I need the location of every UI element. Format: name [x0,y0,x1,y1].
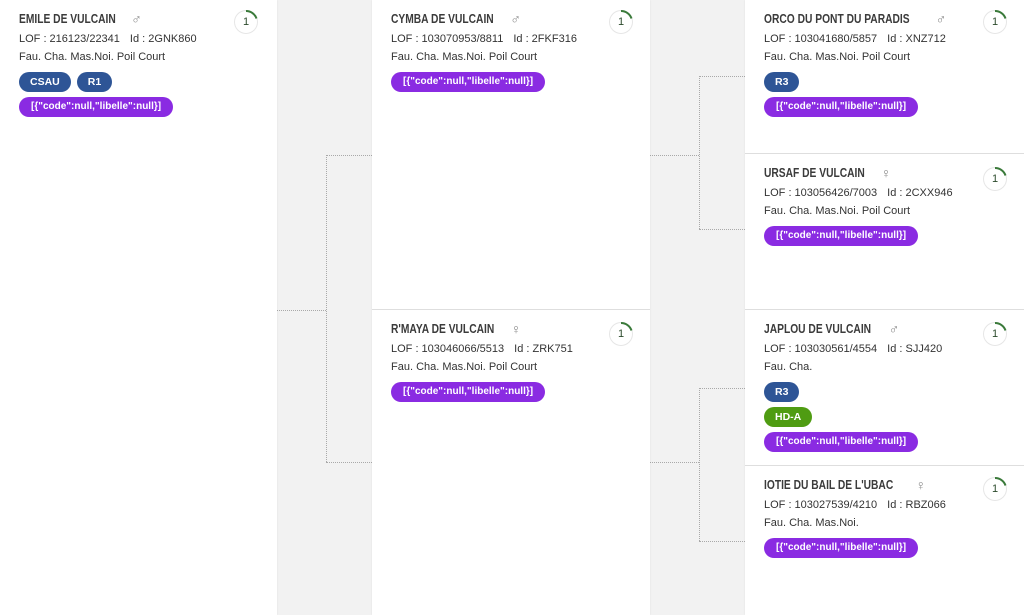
male-icon: ♂ [510,11,521,27]
dog-name[interactable]: EMILE DE VULCAIN [19,12,116,26]
male-icon: ♂ [935,11,947,27]
rank-arc-icon [620,9,633,19]
rank-arc-icon [994,476,1007,486]
badge-tag: [{"code":null,"libelle":null}] [764,97,919,117]
badge-tag: [{"code":null,"libelle":null}] [764,226,919,246]
rank-arc-icon [994,9,1007,19]
pedigree-column-grandparents: ORCO DU PONT DU PARADIS ♂ LOF : 10304168… [745,0,1024,615]
badge-tag: [{"code":null,"libelle":null}] [19,97,174,117]
rank-indicator: 1 [984,9,1007,33]
rank-indicator: 1 [610,9,633,33]
connector-gen2a-top [699,76,745,77]
dog-traits: Fau. Cha. Mas.Noi. Poil Court [391,51,538,63]
dog-name[interactable]: ORCO DU PONT DU PARADIS [764,12,910,26]
dog-card-japlou[interactable]: JAPLOU DE VULCAIN ♂ LOF : 103030561/4554… [745,309,1024,465]
badge-tag: [{"code":null,"libelle":null}] [391,72,546,92]
connector-gen2b-top [699,388,745,389]
rank-indicator: 1 [984,166,1007,190]
badge-tag: [{"code":null,"libelle":null}] [764,538,919,558]
badge-tag: [{"code":null,"libelle":null}] [391,382,546,402]
badge-r3: R3 [764,72,800,92]
connector-gen1 [277,310,326,311]
connector-gen1-top [326,155,372,156]
badge-tag: [{"code":null,"libelle":null}] [764,432,919,452]
dog-name[interactable]: R'MAYA DE VULCAIN [391,322,495,336]
connector-gen2a-bottom [699,229,745,230]
rank-arc-icon [994,321,1007,331]
connector-gen1-bottom [326,462,372,463]
rank-indicator: 1 [610,321,633,345]
dog-traits: Fau. Cha. Mas.Noi. Poil Court [19,51,166,63]
connector-gen2b-bottom [699,541,745,542]
dog-name[interactable]: IOTIE DU BAIL DE L'UBAC [764,478,894,492]
rank-arc-icon [245,9,258,19]
dog-card-rmaya[interactable]: R'MAYA DE VULCAIN ♀ LOF : 103046066/5513… [372,309,650,615]
male-icon: ♂ [888,321,900,337]
dog-name[interactable]: CYMBA DE VULCAIN [391,12,494,26]
badge-r3: R3 [764,382,800,402]
male-icon: ♂ [131,11,142,27]
dog-traits: Fau. Cha. Mas.Noi. [764,517,859,529]
dog-traits: Fau. Cha. Mas.Noi. Poil Court [764,51,911,63]
dog-name[interactable]: URSAF DE VULCAIN [764,166,865,180]
badge-r1: R1 [76,72,113,92]
female-icon: ♀ [510,321,522,337]
dog-traits: Fau. Cha. [764,361,813,373]
dog-traits: Fau. Cha. Mas.Noi. Poil Court [764,205,911,217]
rank-indicator: 1 [984,321,1007,345]
connector-gen1-vertical [326,155,327,462]
rank-arc-icon [620,321,633,331]
connector-gen2a [650,155,699,156]
connector-gen2a-vertical [699,76,700,229]
dog-card-iotie[interactable]: IOTIE DU BAIL DE L'UBAC ♀ LOF : 10302753… [745,465,1024,615]
badge-csau: CSAU [19,72,71,92]
female-icon: ♀ [915,477,927,493]
rank-arc-icon [994,166,1007,176]
badge-hd-a: HD-A [764,407,813,427]
connector-gen2b [650,462,699,463]
dog-card-orco[interactable]: ORCO DU PONT DU PARADIS ♂ LOF : 10304168… [745,0,1024,153]
rank-indicator: 1 [984,476,1007,500]
dog-name[interactable]: JAPLOU DE VULCAIN [764,322,872,336]
connector-gen2b-vertical [699,388,700,541]
female-icon: ♀ [880,165,892,181]
rank-indicator: 1 [235,9,258,33]
dog-traits: Fau. Cha. Mas.Noi. Poil Court [391,361,538,373]
